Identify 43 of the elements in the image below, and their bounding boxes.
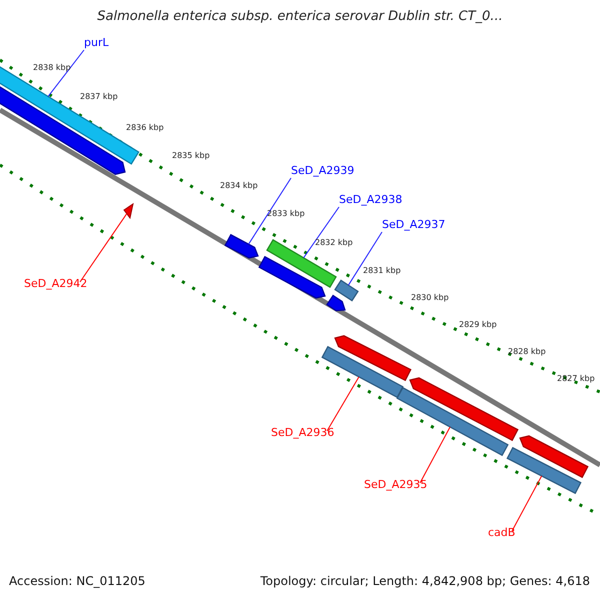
gene-segment	[409, 377, 519, 442]
leader-line	[303, 206, 340, 258]
gene-segment	[334, 335, 412, 382]
leader-line	[326, 376, 360, 432]
scale-label: 2829 kbp	[459, 320, 497, 330]
gene-label: SeD_A2938	[339, 193, 402, 206]
scale-label: 2827 kbp	[557, 374, 595, 384]
footer-text: Accession: NC_011205	[9, 574, 146, 588]
scale-label: 2837 kbp	[80, 92, 118, 102]
scale-label: 2830 kbp	[411, 293, 449, 303]
gene-label: SeD_A2939	[291, 164, 354, 178]
leader-line	[420, 426, 451, 484]
gene-segment	[321, 346, 404, 398]
gene-segment	[258, 256, 326, 299]
scale-label: 2833 kbp	[267, 209, 305, 219]
gene-label: SeD_A2935	[364, 478, 428, 492]
scale-label: 2828 kbp	[508, 347, 546, 357]
scale-label: 2831 kbp	[363, 266, 401, 276]
gene-label: SeD_A2936	[271, 426, 334, 440]
gene-label: SeD_A2937	[382, 218, 446, 232]
leader-line	[348, 232, 382, 286]
leader-line	[248, 178, 292, 245]
gene-segment	[224, 234, 259, 259]
gene-segment	[326, 294, 346, 312]
scale-label: 2834 kbp	[220, 181, 258, 191]
gene-segment	[334, 280, 359, 302]
gene-segment	[266, 239, 337, 288]
gene-segment	[519, 435, 589, 478]
gene-label: SeD_A2942	[24, 277, 88, 290]
footer-text: Topology: circular; Length: 4,842,908 bp; Genes: 4,618	[260, 574, 590, 588]
scale-label: 2838 kbp	[33, 63, 71, 73]
scale-label: 2835 kbp	[172, 151, 210, 161]
leader-line	[80, 213, 128, 282]
gene-label: cadB	[488, 526, 516, 540]
leader-line	[48, 50, 84, 97]
leader-line	[512, 476, 542, 532]
gene-segment	[396, 386, 509, 456]
diagram-title: Salmonella enterica subsp. enterica serovar Dublin str. CT_0...	[96, 9, 504, 25]
scale-label: 2832 kbp	[315, 238, 353, 248]
gene-segment	[123, 202, 134, 220]
gene-label: purL	[84, 36, 109, 50]
gene-segment	[506, 446, 582, 494]
scale-label: 2836 kbp	[126, 123, 164, 133]
